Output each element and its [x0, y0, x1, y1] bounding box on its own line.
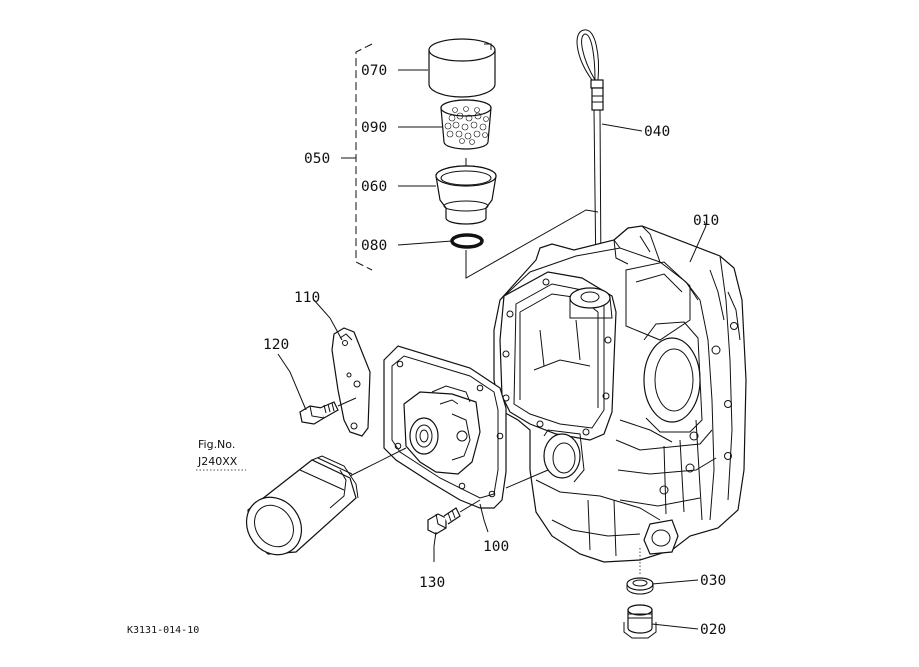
label-120: 120	[263, 337, 289, 353]
part-120-bolt[interactable]	[299, 397, 357, 425]
label-100: 100	[483, 539, 509, 555]
group-bracket-050	[341, 43, 373, 271]
label-080: 080	[361, 238, 387, 254]
assembly-line-cover	[505, 469, 549, 489]
label-050: 050	[304, 151, 330, 167]
part-030-washer[interactable]	[626, 577, 654, 595]
part-060-strainer-cup[interactable]	[435, 158, 497, 225]
label-040: 040	[644, 124, 670, 140]
part-080-o-ring[interactable]	[450, 233, 484, 249]
label-110: 110	[294, 290, 320, 306]
part-020-drain-plug[interactable]	[623, 604, 657, 639]
figure-ref-title: Fig.No.	[198, 438, 235, 451]
assembly-line-strainer	[465, 209, 599, 279]
part-010-transmission-case[interactable]	[493, 225, 747, 563]
part-090-filter-mesh[interactable]	[440, 99, 492, 150]
oil-filter-j240xx[interactable]	[235, 447, 407, 566]
label-020: 020	[700, 622, 726, 638]
label-010: 010	[693, 213, 719, 229]
label-060: 060	[361, 179, 387, 195]
drawing-code: K3131-014-10	[127, 625, 199, 636]
part-040-dipstick[interactable]	[576, 29, 604, 281]
part-130-bolt[interactable]	[427, 499, 481, 535]
label-090: 090	[361, 120, 387, 136]
label-070: 070	[361, 63, 387, 79]
leader-lines	[277, 69, 707, 630]
part-110-plate[interactable]	[331, 327, 371, 437]
label-030: 030	[700, 573, 726, 589]
figure-ref-number: J240XX	[197, 455, 238, 468]
part-070-cap[interactable]	[428, 38, 496, 98]
label-130: 130	[419, 575, 445, 591]
part-100-cover[interactable]	[383, 345, 507, 509]
